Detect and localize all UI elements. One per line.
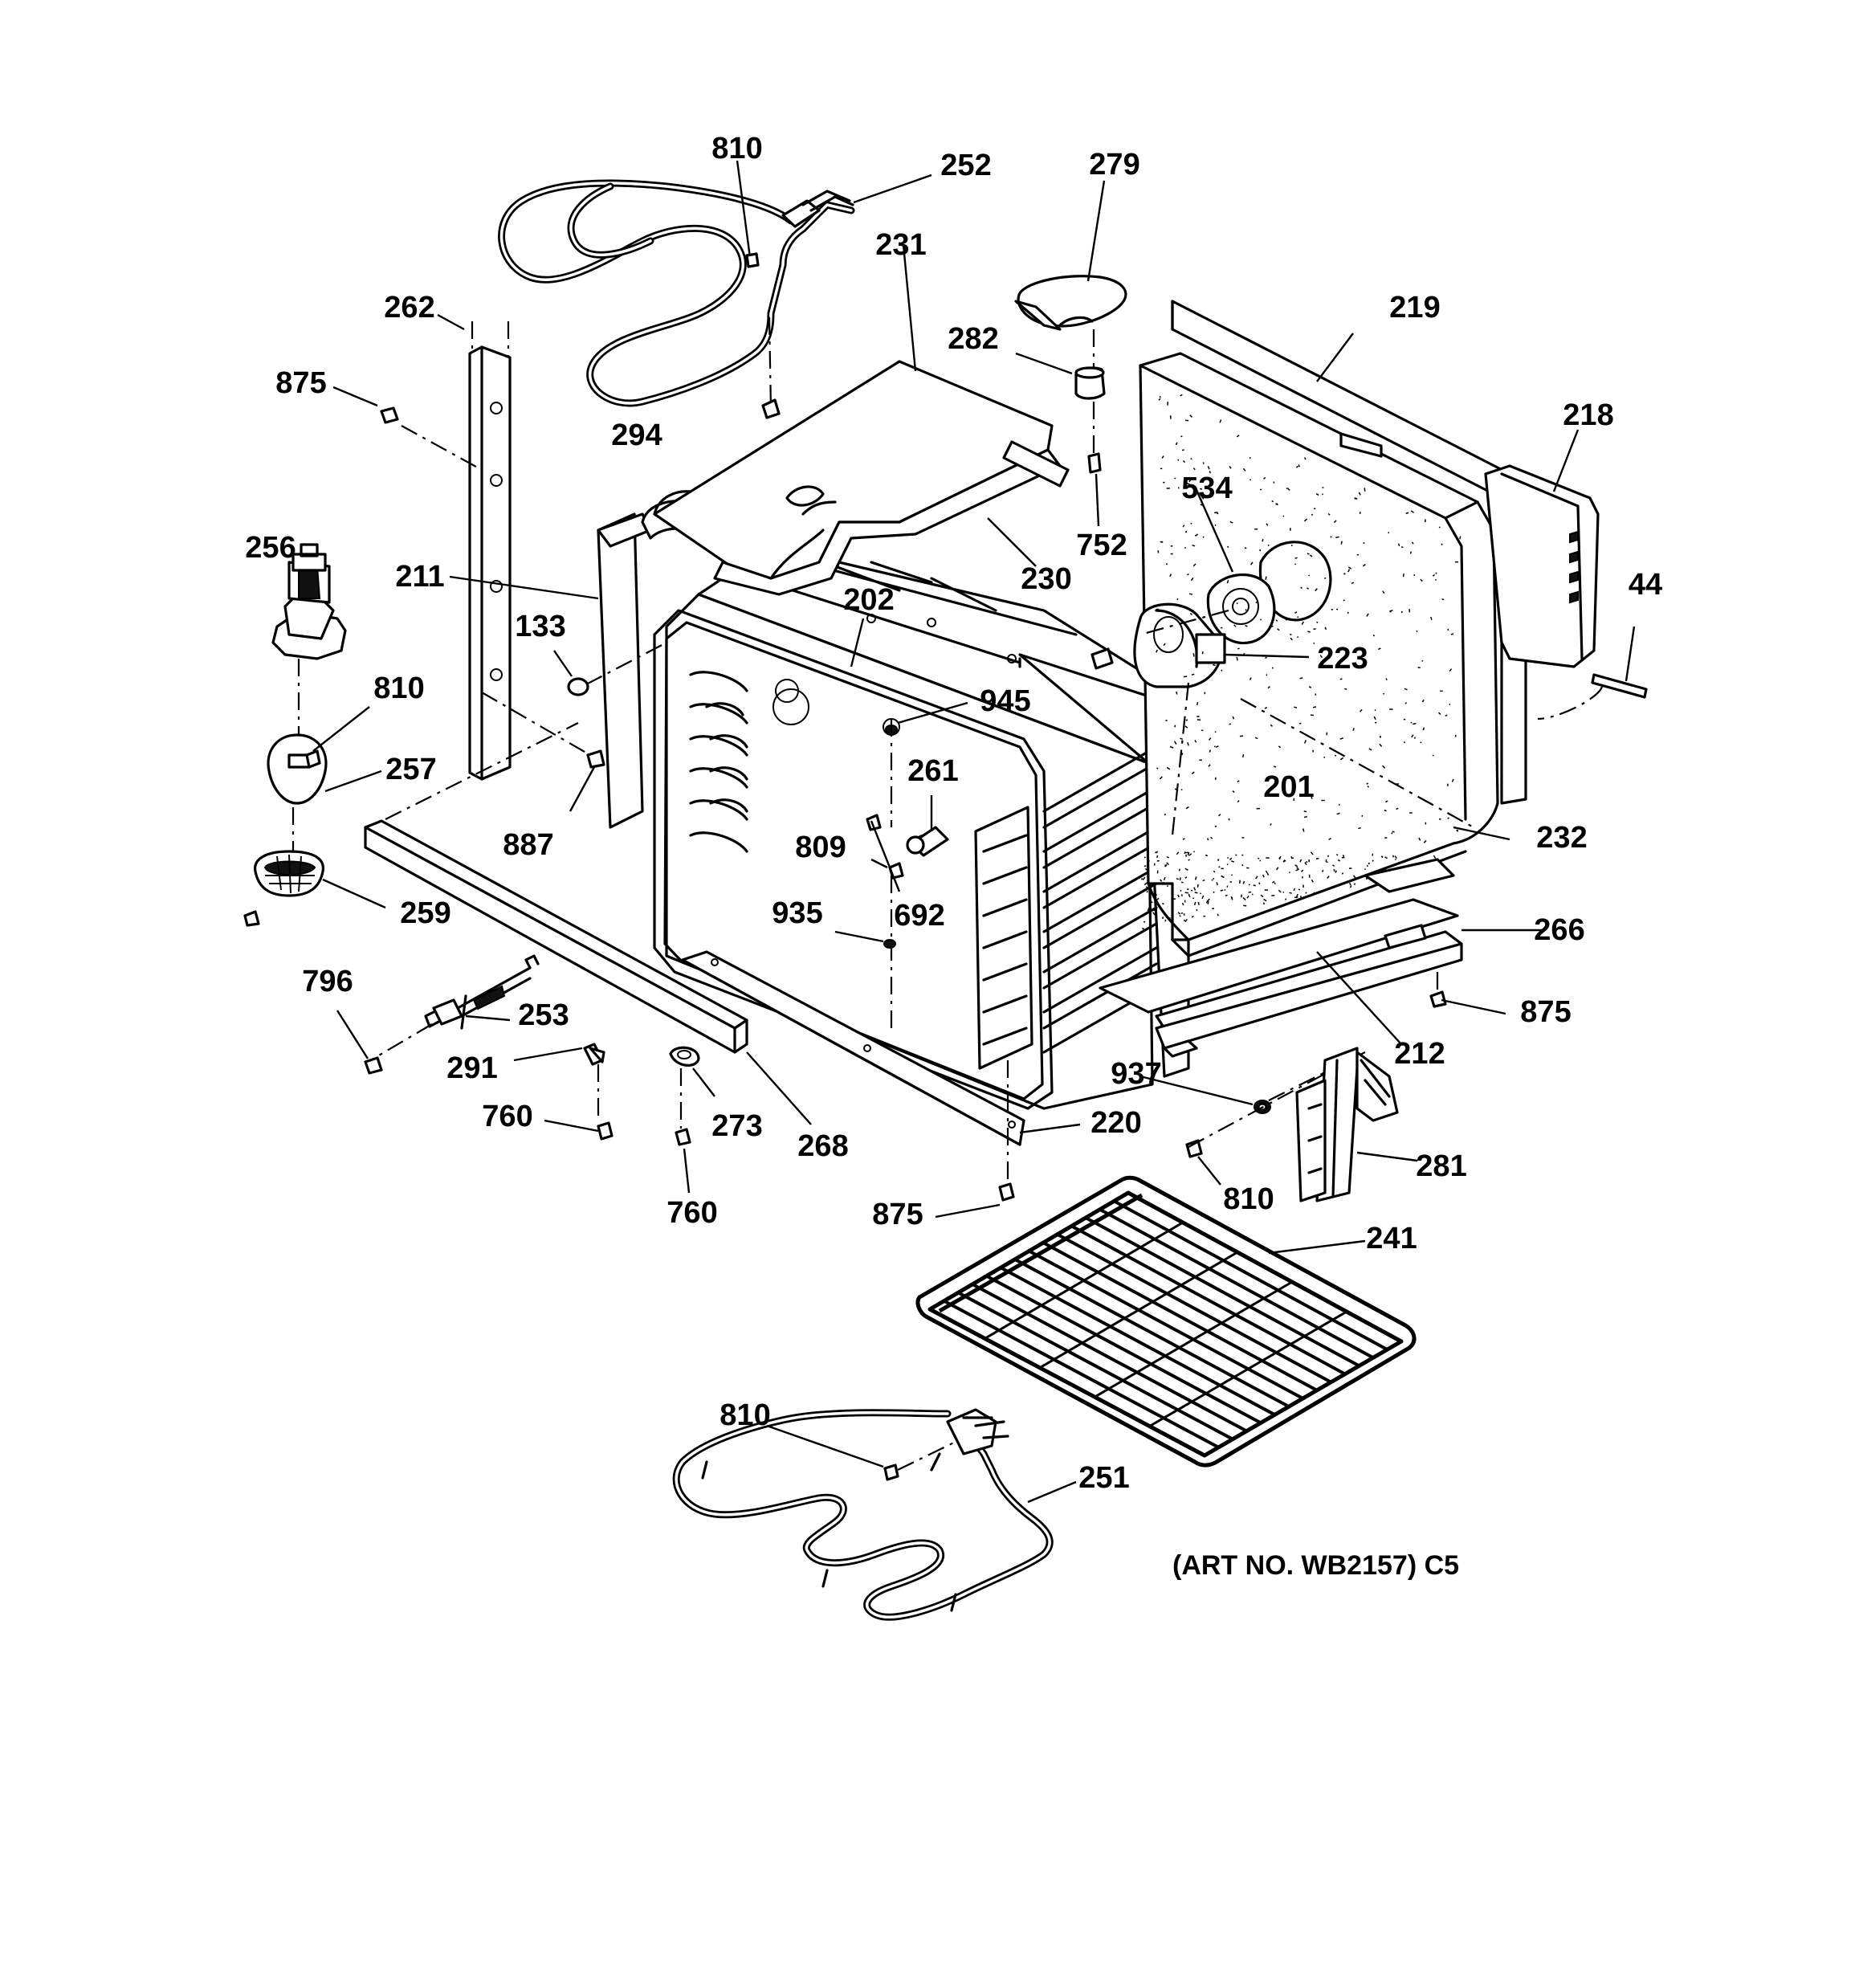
callout-282-vent-base: 282 [948, 322, 999, 356]
callout-810-bake-screw: 810 [720, 1398, 771, 1432]
callout-291-clip: 291 [446, 1051, 498, 1085]
callout-241-oven-rack: 241 [1366, 1222, 1417, 1255]
callout-692-screw: 692 [894, 899, 945, 933]
vent-assembly [1014, 180, 1127, 527]
callout-875-screw-right: 875 [1520, 995, 1572, 1029]
callout-220-bottom-panel: 220 [1090, 1106, 1142, 1140]
screw-887 [481, 692, 605, 812]
callout-218-control-box: 218 [1563, 398, 1614, 432]
callout-875-screw-left: 875 [275, 366, 327, 400]
callout-223-fan-motor: 223 [1317, 642, 1368, 676]
callout-219-wrapper: 219 [1389, 291, 1441, 325]
callout-875-screw-bottom: 875 [872, 1198, 923, 1231]
callout-230-insulation: 230 [1021, 562, 1072, 596]
callout-810-broil-screw: 810 [711, 132, 763, 165]
art-number: (ART NO. WB2157) C5 [1172, 1550, 1460, 1581]
callout-935-plug: 935 [772, 896, 823, 930]
outer-wrapper [1133, 300, 1527, 957]
callout-281-hinge: 281 [1416, 1149, 1467, 1183]
callout-534-fan-blade: 534 [1181, 471, 1233, 505]
callout-809-screw: 809 [795, 831, 846, 864]
bottom-panels [1099, 858, 1542, 1058]
callout-253-sensor-probe: 253 [518, 998, 569, 1032]
callout-279-vent: 279 [1089, 148, 1140, 182]
sensor-probe [336, 954, 540, 1075]
callout-262-side-trim: 262 [384, 291, 435, 325]
lamp-assembly [243, 543, 386, 927]
callout-201-oven-liner: 201 [1263, 770, 1315, 804]
callout-945-plug: 945 [980, 684, 1031, 718]
control-box [1484, 429, 1648, 720]
callout-887-screw: 887 [503, 828, 554, 862]
top-insulation [653, 244, 1070, 596]
callout-266-bottom-panel: 266 [1534, 913, 1585, 947]
callout-231-insulation: 231 [875, 228, 927, 262]
screw-810-lamp [305, 706, 370, 769]
callout-212-bottom-panel: 212 [1394, 1037, 1445, 1071]
clip-291 [513, 1043, 614, 1141]
callout-232-wrapper: 232 [1536, 821, 1588, 855]
callout-268-front-trim: 268 [797, 1129, 849, 1163]
callout-760-screw-bottom: 760 [667, 1196, 718, 1230]
callout-259-lamp-cover: 259 [400, 896, 451, 930]
screw-875-left [332, 386, 483, 471]
leader-211 [449, 575, 599, 600]
callout-211-back-flange: 211 [395, 560, 445, 594]
hinge-assembly [1139, 1047, 1418, 1202]
callout-810-lamp-screw: 810 [373, 672, 425, 705]
callout-251-bake-element: 251 [1078, 1461, 1130, 1495]
leader-202 [850, 618, 865, 667]
bottom-panel-220 [681, 950, 1081, 1185]
insulation-texture [1140, 394, 1461, 931]
callout-760-screw-left: 760 [482, 1100, 533, 1133]
side-trim [437, 313, 512, 781]
callout-261-sensor: 261 [907, 754, 959, 788]
screw-875-bottom [935, 1182, 1015, 1219]
bushing-273 [669, 1046, 715, 1194]
broil-element [498, 160, 932, 419]
callout-252-broil-element: 252 [940, 149, 992, 182]
callout-752-screw: 752 [1076, 529, 1127, 562]
callout-44-screw: 44 [1628, 568, 1663, 602]
bake-element [672, 1408, 1077, 1621]
callout-256-lamp-socket: 256 [245, 531, 296, 565]
callout-810-hinge-screw: 810 [1223, 1182, 1274, 1216]
small-fasteners-center [834, 701, 968, 1032]
callout-937-plug: 937 [1111, 1057, 1162, 1091]
front-trim [364, 722, 812, 1125]
callout-257-lamp-bulb: 257 [385, 753, 437, 786]
oven-rack [915, 1175, 1417, 1468]
callout-796-screw: 796 [302, 965, 353, 998]
plug-133 [553, 642, 667, 696]
callout-202-liner: 202 [843, 583, 895, 617]
leader-241 [1268, 1239, 1366, 1255]
callout-273-bushing: 273 [711, 1109, 763, 1143]
callout-133-plug: 133 [515, 610, 566, 643]
callout-294-clip: 294 [611, 418, 662, 452]
